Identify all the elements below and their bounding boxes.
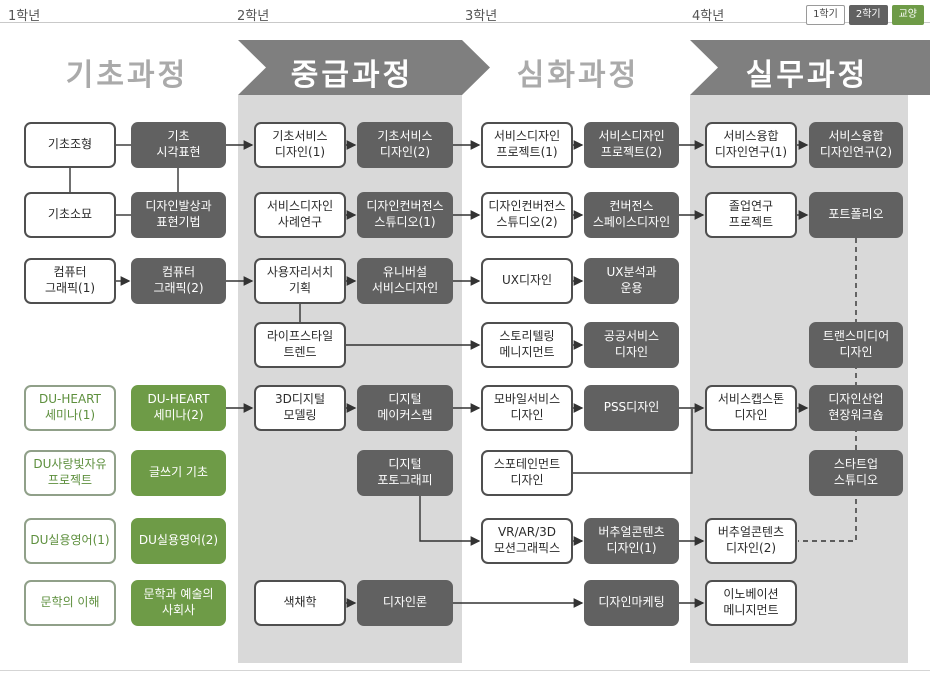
course-box: 디지털 메이커스랩 (357, 385, 453, 431)
legend: 1학기 2학기 교양 (806, 5, 924, 25)
course-box: 서비스융합 디자인연구(1) (705, 122, 797, 168)
course-box: 색채학 (254, 580, 346, 626)
course-box: 서비스디자인 프로젝트(1) (481, 122, 573, 168)
course-box: 컴퓨터 그래픽(2) (131, 258, 226, 304)
stage-band-intermediate (238, 40, 490, 95)
column-bg-year4 (690, 95, 908, 663)
course-box: 유니버설 서비스디자인 (357, 258, 453, 304)
course-box: 디지털 포토그래피 (357, 450, 453, 496)
course-box: 디자인컨버전스 스튜디오(2) (481, 192, 573, 238)
course-box: DU실용영어(2) (131, 518, 226, 564)
course-box: DU사랑빛자유 프로젝트 (24, 450, 116, 496)
course-box: 문학의 이해 (24, 580, 116, 626)
stage-title-practical: 실무과정 (745, 58, 869, 93)
course-box: 스타트업 스튜디오 (809, 450, 903, 496)
course-box: 디자인마케팅 (584, 580, 679, 626)
year-label-4: 4학년 (692, 9, 725, 24)
course-box: DU-HEART 세미나(2) (131, 385, 226, 431)
course-box: 이노베이션 메니지먼트 (705, 580, 797, 626)
course-box: 기초조형 (24, 122, 116, 168)
course-box: 디자인발상과 표현기법 (131, 192, 226, 238)
course-box: 서비스융합 디자인연구(2) (809, 122, 903, 168)
course-box: VR/AR/3D 모션그래픽스 (481, 518, 573, 564)
course-box: 스토리텔링 메니지먼트 (481, 322, 573, 368)
course-box: 공공서비스 디자인 (584, 322, 679, 368)
course-box: 스포테인먼트 디자인 (481, 450, 573, 496)
course-box: 포트폴리오 (809, 192, 903, 238)
course-box: 컴퓨터 그래픽(1) (24, 258, 116, 304)
stage-title-advanced: 심화과정 (516, 58, 640, 93)
course-box: 사용자리서치 기획 (254, 258, 346, 304)
course-box: 서비스디자인 사례연구 (254, 192, 346, 238)
course-box: 트랜스미디어 디자인 (809, 322, 903, 368)
connector-arrow (419, 496, 481, 546)
course-box: 버추얼콘텐츠 디자인(1) (584, 518, 679, 564)
course-box: 라이프스타일 트렌드 (254, 322, 346, 368)
course-box: 버추얼콘텐츠 디자인(2) (705, 518, 797, 564)
course-box: DU-HEART 세미나(1) (24, 385, 116, 431)
stage-title-basic: 기초과정 (65, 58, 189, 93)
year-label-2: 2학년 (237, 9, 270, 24)
course-box: 서비스캡스톤 디자인 (705, 385, 797, 431)
course-box: 컨버전스 스페이스디자인 (584, 192, 679, 238)
course-box: 기초서비스 디자인(1) (254, 122, 346, 168)
year-label-3: 3학년 (465, 9, 498, 24)
bottom-divider-line (0, 670, 930, 671)
course-box: 모바일서비스 디자인 (481, 385, 573, 431)
course-box: DU실용영어(1) (24, 518, 116, 564)
course-box: UX분석과 운용 (584, 258, 679, 304)
course-box: 서비스디자인 프로젝트(2) (584, 122, 679, 168)
course-box: 졸업연구 프로젝트 (705, 192, 797, 238)
course-box: 기초소묘 (24, 192, 116, 238)
legend-chip-semester2: 2학기 (848, 5, 888, 25)
course-box: 문학과 예술의 사회사 (131, 580, 226, 626)
course-box: UX디자인 (481, 258, 573, 304)
legend-chip-general: 교양 (891, 5, 924, 25)
year-divider-line (0, 22, 930, 23)
course-box: PSS디자인 (584, 385, 679, 431)
year-label-1: 1학년 (8, 9, 41, 24)
legend-chip-semester1: 1학기 (806, 5, 845, 25)
column-bg-year2 (238, 95, 462, 663)
course-box: 디자인론 (357, 580, 453, 626)
course-box: 글쓰기 기초 (131, 450, 226, 496)
stage-title-intermediate: 중급과정 (290, 58, 414, 93)
course-box: 디자인컨버전스 스튜디오(1) (357, 192, 453, 238)
course-box: 디자인산업 현장워크숍 (809, 385, 903, 431)
stage-band-practical (690, 40, 930, 95)
course-box: 기초서비스 디자인(2) (357, 122, 453, 168)
course-box: 3D디지털 모델링 (254, 385, 346, 431)
course-box: 기초 시각표현 (131, 122, 226, 168)
connector-line (573, 409, 693, 474)
